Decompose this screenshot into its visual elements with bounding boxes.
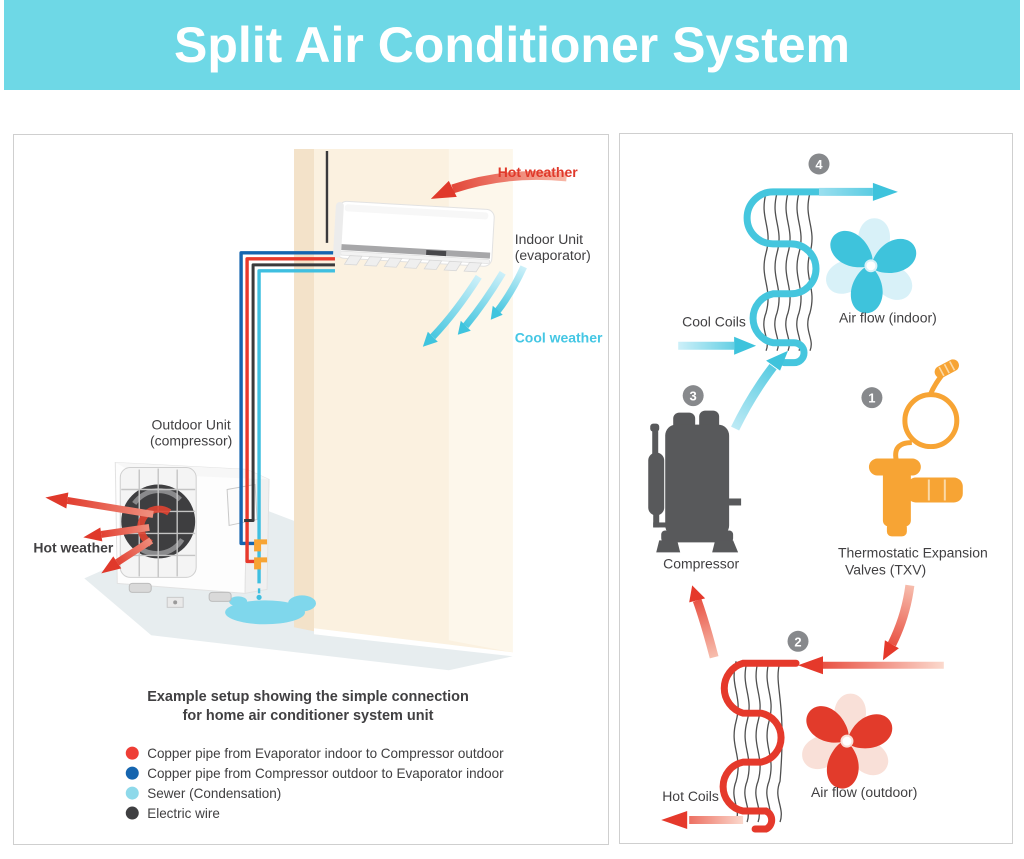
svg-text:1: 1 (868, 391, 875, 406)
condensation-drop (256, 594, 262, 600)
txv-label-line1: Thermostatic Expansion (838, 544, 988, 560)
indoor-fan (824, 213, 918, 319)
compressor-label: Compressor (663, 555, 739, 571)
cool-weather-label: Cool weather (515, 330, 603, 346)
legend-dot-lightblue (125, 786, 139, 800)
outdoor-unit (45, 462, 270, 608)
louvers (343, 255, 483, 273)
legend-dot-red (125, 746, 139, 760)
hotcoils-to-compressor-arrow (689, 585, 719, 659)
svg-text:2: 2 (794, 634, 801, 649)
legend-label-red: Copper pipe from Evaporator indoor to Co… (147, 746, 504, 761)
cool-coils-arrow (678, 336, 757, 355)
cool-air-arrows (422, 265, 527, 347)
installation-panel: Hot weather Indoor Unit (evaporator) Coo… (13, 134, 609, 845)
legend-dot-black (125, 806, 139, 820)
cool-air-out-arrow (818, 182, 898, 201)
hot-weather-top-label: Hot weather (498, 164, 579, 180)
coil-fins (733, 661, 783, 823)
cycle-illustration: 4 3 (648, 153, 988, 833)
outdoor-fan (119, 467, 197, 578)
unit-foot (128, 582, 152, 593)
hot-air-in-arrow (798, 656, 944, 675)
step-badge-2: 2 (787, 630, 809, 652)
step-badge-1: 1 (861, 387, 883, 409)
hot-weather-arrow (430, 170, 568, 199)
txv-to-hotcoils-arrow (882, 584, 915, 661)
wall-edge (294, 148, 314, 632)
service-valves (254, 539, 268, 570)
indoor-unit-label-line2: (evaporator) (515, 247, 591, 263)
txv-illustration (868, 359, 963, 537)
legend-label-lightblue: Sewer (Condensation) (147, 786, 281, 801)
hot-exhaust-arrows (45, 492, 172, 574)
pipes (239, 251, 335, 600)
cycle-panel: 4 3 (619, 133, 1013, 844)
caption-line2: for home air conditioner system unit (183, 708, 434, 724)
txv-label-line2: Valves (TXV) (845, 561, 926, 577)
unit-display (426, 249, 447, 257)
legend-dot-blue (125, 766, 139, 780)
hot-coil-tube (719, 659, 800, 833)
wall (313, 148, 513, 653)
wire-black (244, 263, 335, 522)
caption-line1: Example setup showing the simple connect… (147, 689, 469, 705)
title-banner: Split Air Conditioner System (4, 0, 1020, 90)
air-flow-indoor-label: Air flow (indoor) (839, 310, 937, 326)
svg-text:3: 3 (690, 389, 697, 404)
outdoor-unit-label-line1: Outdoor Unit (152, 417, 231, 433)
compressor-to-coils-arrow (731, 350, 789, 431)
legend-label-blue: Copper pipe from Compressor outdoor to E… (147, 766, 504, 781)
pipe-blue (239, 251, 335, 546)
hot-weather-side-label: Hot weather (33, 539, 114, 555)
unit-foot (208, 591, 232, 602)
legend: Copper pipe from Evaporator indoor to Co… (125, 746, 504, 821)
cool-coil-tube (743, 188, 823, 367)
indoor-unit-label-line1: Indoor Unit (515, 231, 583, 247)
outdoor-unit-label-line2: (compressor) (150, 433, 232, 449)
legend-label-black: Electric wire (147, 806, 220, 821)
step-badge-3: 3 (682, 385, 704, 407)
condensation-puddle (225, 595, 316, 625)
hot-coils-arrow (661, 811, 744, 830)
hot-coils-label: Hot Coils (662, 788, 719, 804)
indoor-unit (333, 200, 495, 273)
page-title: Split Air Conditioner System (173, 17, 850, 73)
compressor-illustration (648, 410, 742, 553)
outdoor-cycle-fan (800, 688, 894, 794)
air-flow-outdoor-label: Air flow (outdoor) (811, 784, 917, 800)
pipe-red (245, 257, 335, 564)
installation-illustration: Hot weather Indoor Unit (evaporator) Coo… (33, 148, 603, 821)
hot-coils (719, 659, 800, 833)
cool-coils-label: Cool Coils (682, 314, 746, 330)
coil-fins (763, 192, 813, 351)
svg-text:4: 4 (815, 157, 823, 172)
pipe-cyan (257, 269, 335, 584)
step-badge-4: 4 (808, 153, 830, 175)
cool-coils (743, 188, 823, 367)
